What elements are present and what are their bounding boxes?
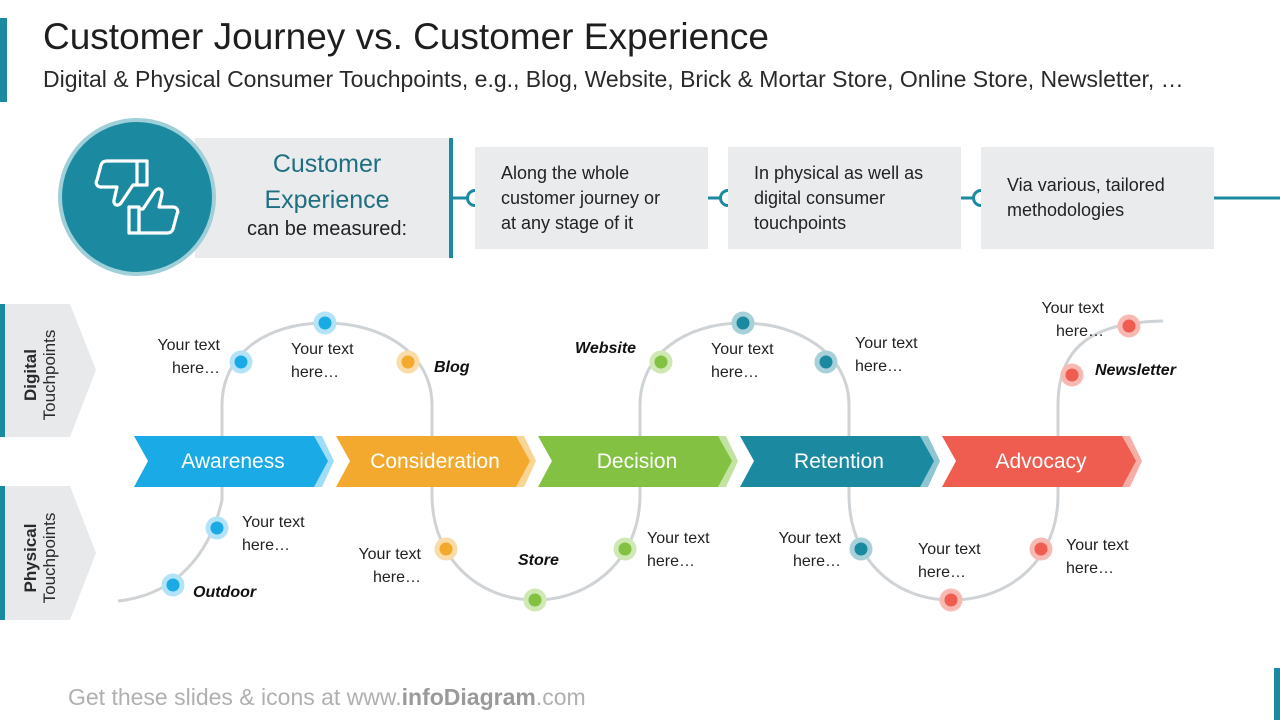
footer-suffix: .com: [535, 684, 586, 710]
touchpoint-blog: Blog: [434, 359, 470, 376]
text-placeholder-line-1: Your text: [855, 335, 918, 352]
awareness-digital-dot-2: [313, 311, 337, 335]
blog-dot: [396, 350, 420, 374]
decision-physical-dot: [613, 537, 637, 561]
text-placeholder-5: Your text here…: [647, 527, 710, 573]
advocacy-physical-dot-2: [1029, 537, 1053, 561]
experience-badge: [62, 122, 212, 272]
journey-curve: [117, 319, 1164, 603]
digital-band-shape: [0, 304, 96, 437]
text-placeholder-line-1: Your text: [1041, 300, 1104, 317]
text-placeholder-line-1: Your text: [918, 541, 981, 558]
advocacy-digital-dot: [1117, 314, 1141, 338]
text-placeholder-10: Your text here…: [1066, 534, 1129, 580]
touchpoint-newsletter: Newsletter: [1095, 362, 1176, 379]
measure-card-3: Via various, tailored methodologies: [981, 147, 1214, 249]
text-placeholder-11: Your text here…: [1024, 297, 1104, 343]
stage-advocacy: Advocacy: [995, 450, 1087, 473]
text-placeholder-line-2: here…: [792, 553, 841, 570]
advocacy-physical-dot-1: [939, 588, 963, 612]
awareness-arrow: [134, 436, 328, 487]
measure-card-3-line-1: Via various, tailored: [1007, 175, 1165, 195]
text-placeholder-line-1: Your text: [157, 337, 220, 354]
text-placeholder-1: Your text here…: [140, 334, 220, 380]
text-placeholder-line-1: Your text: [778, 530, 841, 547]
text-placeholder-line-2: here…: [1055, 323, 1104, 340]
consideration-physical-dot: [434, 537, 458, 561]
experience-subtitle: can be measured:: [246, 218, 408, 240]
measure-card-2: In physical as well as digital consumer …: [728, 147, 961, 249]
text-placeholder-7: Your text here…: [855, 332, 918, 378]
page-subtitle: Digital & Physical Consumer Touchpoints,…: [43, 66, 1184, 92]
stage-awareness: Awareness: [181, 450, 285, 473]
text-placeholder-4: Your text here…: [341, 543, 421, 589]
thumbs-down-up-icon: [94, 159, 180, 235]
text-placeholder-line-2: here…: [1066, 560, 1115, 577]
footer-brand: infoDiagram: [401, 684, 536, 710]
text-placeholder-line-2: here…: [372, 569, 421, 586]
retention-digital-dot-1: [731, 311, 755, 335]
digital-band-edge: [0, 304, 5, 437]
text-placeholder-line-2: here…: [647, 553, 696, 570]
newsletter-dot: [1060, 363, 1084, 387]
text-placeholder-line-1: Your text: [1066, 537, 1129, 554]
title-accent-bar: [0, 18, 7, 102]
page-title: Customer Journey vs. Customer Experience: [43, 16, 769, 57]
text-placeholder-line-1: Your text: [291, 341, 354, 358]
touchpoint-store: Store: [518, 552, 559, 569]
experience-title: Customer Experience: [264, 150, 390, 214]
text-placeholder-2: Your text here…: [291, 338, 354, 384]
corner-accent-bar: [1274, 668, 1280, 720]
advocacy-arrow: [942, 436, 1136, 487]
consideration-arrow: [336, 436, 530, 487]
text-placeholder-9: Your text here…: [918, 538, 981, 584]
measure-card-1-line-3: at any stage of it: [501, 212, 634, 233]
measure-card-2-line-2: digital consumer: [754, 187, 886, 208]
text-placeholder-line-2: here…: [242, 537, 291, 554]
retention-arrow: [740, 436, 934, 487]
text-placeholder-line-2: here…: [291, 364, 340, 381]
touchpoint-website: Website: [575, 340, 637, 357]
measure-card-3-line-2: methodologies: [1007, 200, 1125, 220]
store-dot: [523, 588, 547, 612]
measure-card-1-line-2: customer journey or: [501, 187, 661, 208]
experience-panel: [195, 138, 449, 258]
text-placeholder-line-1: Your text: [358, 546, 421, 563]
retention-digital-dot-2: [814, 350, 838, 374]
stage-decision: Decision: [596, 450, 678, 473]
measure-card-2-line-1: In physical as well as: [754, 162, 924, 183]
awareness-digital-dot-1: [229, 350, 253, 374]
awareness-physical-dot: [205, 516, 229, 540]
website-dot: [649, 350, 673, 374]
touchpoint-outdoor: Outdoor: [193, 584, 257, 601]
text-placeholder-line-2: here…: [711, 364, 760, 381]
stage-retention: Retention: [794, 450, 884, 473]
footer-credit: Get these slides & icons at www.infoDiag…: [68, 684, 586, 711]
footer-prefix: Get these slides & icons at www.: [68, 684, 402, 710]
measure-card-1-line-1: Along the whole: [501, 162, 630, 183]
text-placeholder-line-2: here…: [855, 358, 904, 375]
physical-band-edge: [0, 486, 5, 620]
text-placeholder-3: Your text here…: [242, 511, 305, 557]
retention-physical-dot: [849, 537, 873, 561]
decision-arrow: [538, 436, 732, 487]
text-placeholder-line-2: here…: [171, 360, 220, 377]
physical-band-shape: [0, 486, 96, 620]
stage-consideration: Consideration: [370, 450, 500, 473]
measure-card-1: Along the whole customer journey or at a…: [475, 147, 708, 249]
text-placeholder-line-1: Your text: [242, 514, 305, 531]
outdoor-dot: [161, 573, 185, 597]
text-placeholder-line-2: here…: [918, 564, 967, 581]
text-placeholder-6: Your text here…: [711, 338, 774, 384]
text-placeholder-8: Your text here…: [761, 527, 841, 573]
experience-panel-edge: [449, 138, 453, 258]
text-placeholder-line-1: Your text: [711, 341, 774, 358]
text-placeholder-line-1: Your text: [647, 530, 710, 547]
measure-card-2-line-3: touchpoints: [754, 212, 847, 233]
